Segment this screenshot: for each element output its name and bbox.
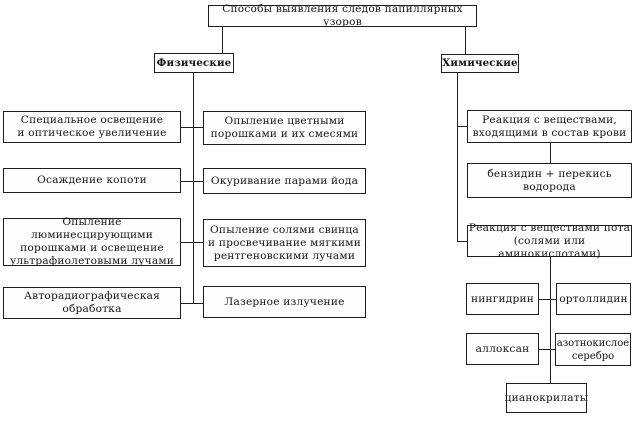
chemical-trunk-line [457, 73, 459, 242]
physical-trunk-line [193, 73, 195, 304]
color-powder-node: Опыление цветными порошками и их смесями [203, 111, 366, 145]
connector-physical-row-2 [181, 181, 203, 183]
connector-blood-benzidine [550, 143, 552, 163]
special-lighting-node: Специальное освещение и оптическое увели… [3, 111, 181, 143]
connector-root-chemical [465, 27, 467, 54]
lead-salts-xray-node: Опыление солями свинца и просвечивание м… [203, 219, 366, 267]
alloxan-node: аллоксан [466, 333, 539, 365]
connector-physical-row-3 [181, 242, 203, 244]
chemical-methods-node: Химические [441, 54, 519, 73]
luminescent-powder-node: Опыление люминесцирующими порошками и ос… [3, 216, 181, 267]
root-node: Способы выявления следов папиллярных узо… [208, 3, 477, 28]
connector-chemical-blood [457, 126, 467, 128]
cyanoacrylates-node: цианокрилаты [505, 383, 588, 413]
sweat-trunk-line [550, 257, 552, 383]
ninhydrin-node: нингидрин [466, 283, 539, 315]
silver-nitrate-node: азотнокислое серебро [555, 333, 631, 366]
connector-chemical-sweat [457, 241, 467, 243]
blood-reaction-node: Реакция с веществами, входящими в состав… [467, 110, 632, 143]
connector-physical-row-1 [181, 127, 203, 129]
laser-radiation-node: Лазерное излучение [203, 286, 366, 318]
physical-methods-node: Физические [154, 53, 234, 73]
connector-alloxan-silver [539, 349, 556, 351]
connector-root-physical [222, 27, 224, 54]
connector-ninhydrin-ortho [539, 299, 556, 301]
ortholidine-node: ортоллидин [556, 283, 631, 315]
autoradiography-node: Авторадиографическая обработка [3, 287, 181, 319]
benzidine-peroxide-node: бензидин + перекись водорода [467, 163, 632, 198]
soot-deposition-node: Осаждение копоти [3, 168, 181, 193]
connector-physical-row-4 [181, 303, 203, 305]
iodine-fuming-node: Окуривание парами йода [203, 168, 366, 194]
sweat-reaction-node: Реакция с веществами пота (солями или ам… [467, 221, 632, 260]
